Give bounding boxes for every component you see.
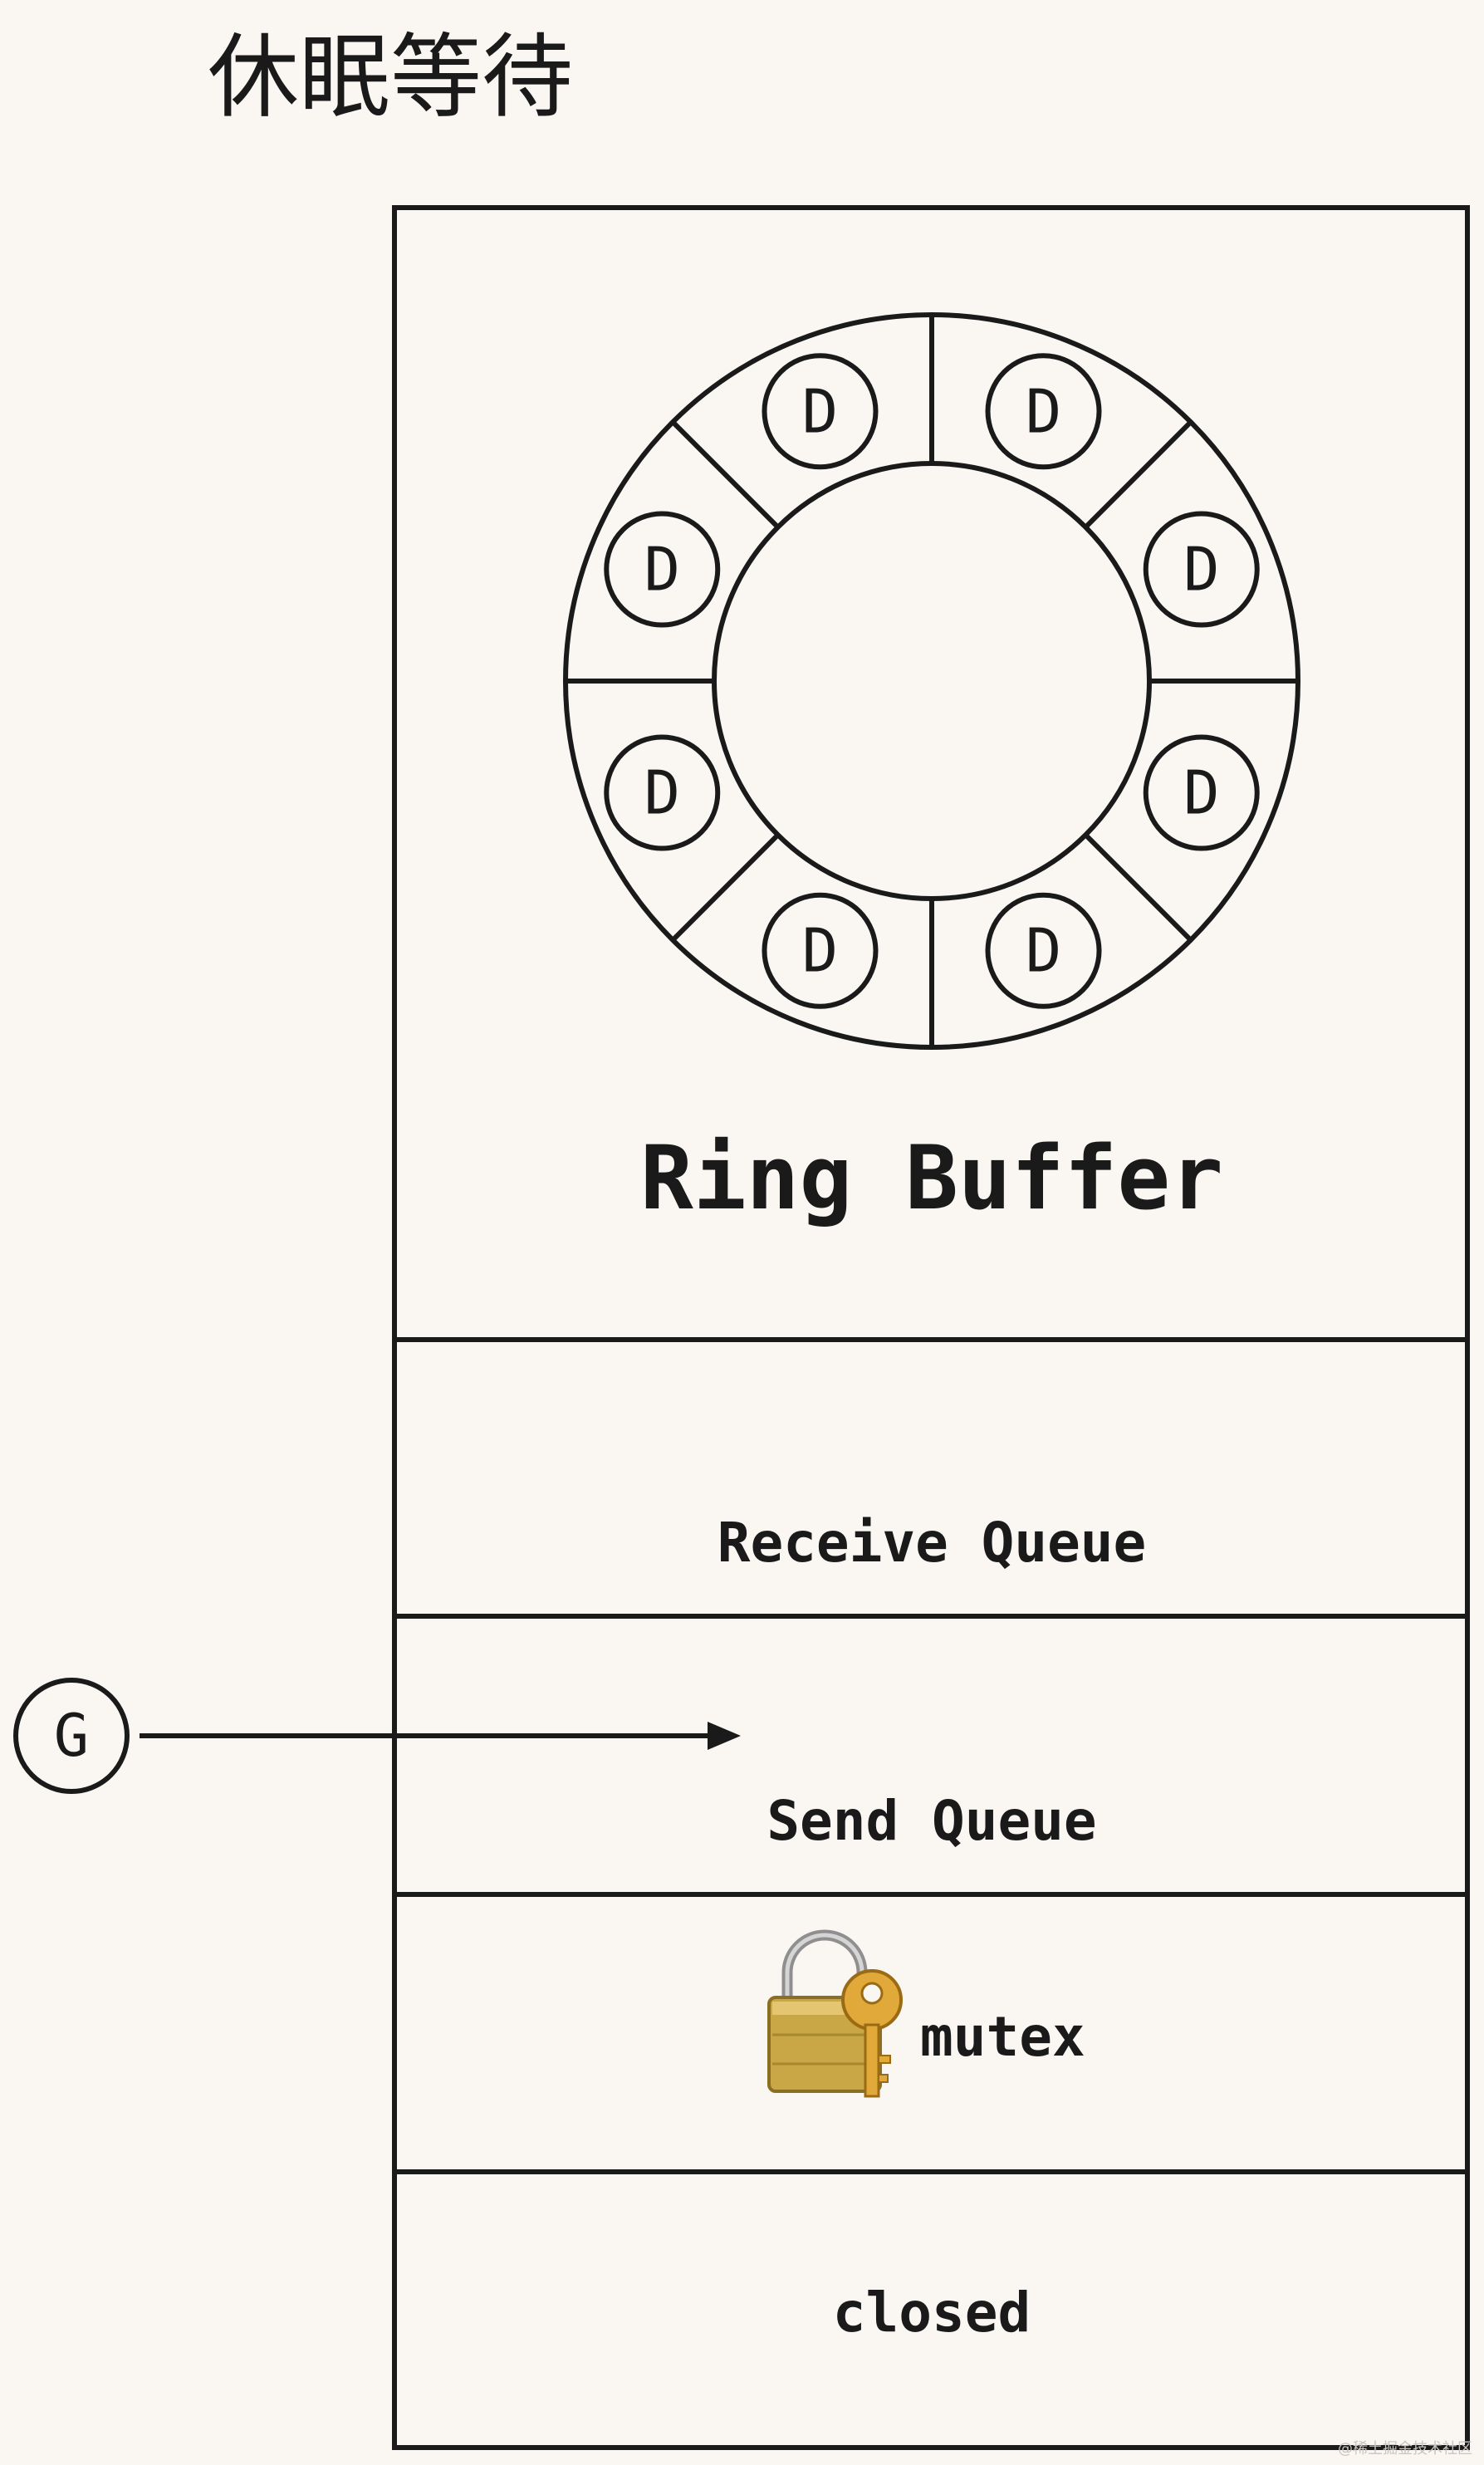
watermark: @稀土掘金技术社区 — [1338, 2440, 1472, 2458]
ring-slot-label: D — [802, 916, 838, 986]
enqueue-arrow — [140, 1722, 741, 1750]
goroutine-label: G — [54, 1702, 89, 1770]
ring-divider — [671, 420, 780, 529]
page-title: 休眠等待 — [208, 24, 573, 130]
ring-divider — [671, 833, 780, 942]
ring-slot: D — [762, 353, 879, 470]
ring-slot-label: D — [644, 534, 680, 604]
ring-slot: D — [985, 353, 1102, 470]
ring-slot-circle — [985, 892, 1102, 1009]
lock-and-key-icon — [767, 1929, 903, 2098]
closed-label: closed — [833, 2281, 1031, 2345]
ring-slot: D — [604, 734, 721, 851]
ring-slot-label: D — [1183, 758, 1219, 828]
ring-buffer — [563, 312, 1300, 1050]
ring-slot-label: D — [1026, 916, 1061, 986]
ring-slot-circle — [604, 511, 721, 628]
channel-outline — [392, 205, 1470, 2450]
ring-slot: D — [604, 511, 721, 628]
ring-slot-label: D — [1183, 534, 1219, 604]
ring-slots: D D D D D D D D — [604, 353, 1260, 1009]
ring-slot-circle — [1143, 511, 1260, 628]
ring-slot-circle — [762, 892, 879, 1009]
ring-divider — [1084, 833, 1193, 942]
receive-queue-label: Receive Queue — [718, 1511, 1147, 1575]
ring-slot: D — [985, 892, 1102, 1009]
ring-inner — [712, 461, 1152, 901]
goroutine-node: G — [13, 1678, 130, 1794]
ring-dividers — [566, 315, 1298, 1047]
ring-slot-circle — [985, 353, 1102, 470]
ring-slot-circle — [604, 734, 721, 851]
goroutine-circle — [13, 1678, 130, 1794]
ring-slot-label: D — [644, 758, 680, 828]
mutex-label: mutex — [920, 2005, 1085, 2069]
ring-divider — [1084, 420, 1193, 529]
ring-slot-label: D — [1026, 376, 1061, 446]
ring-slot-circle — [1143, 734, 1260, 851]
ring-slot-label: D — [802, 376, 838, 446]
ring-slot: D — [762, 892, 879, 1009]
ring-slot: D — [1143, 734, 1260, 851]
channel-struct — [392, 205, 1470, 2450]
ring-slot-circle — [762, 353, 879, 470]
ring-slot: D — [1143, 511, 1260, 628]
send-queue-label: Send Queue — [766, 1789, 1096, 1853]
ring-buffer-label: Ring Buffer — [640, 1127, 1223, 1229]
